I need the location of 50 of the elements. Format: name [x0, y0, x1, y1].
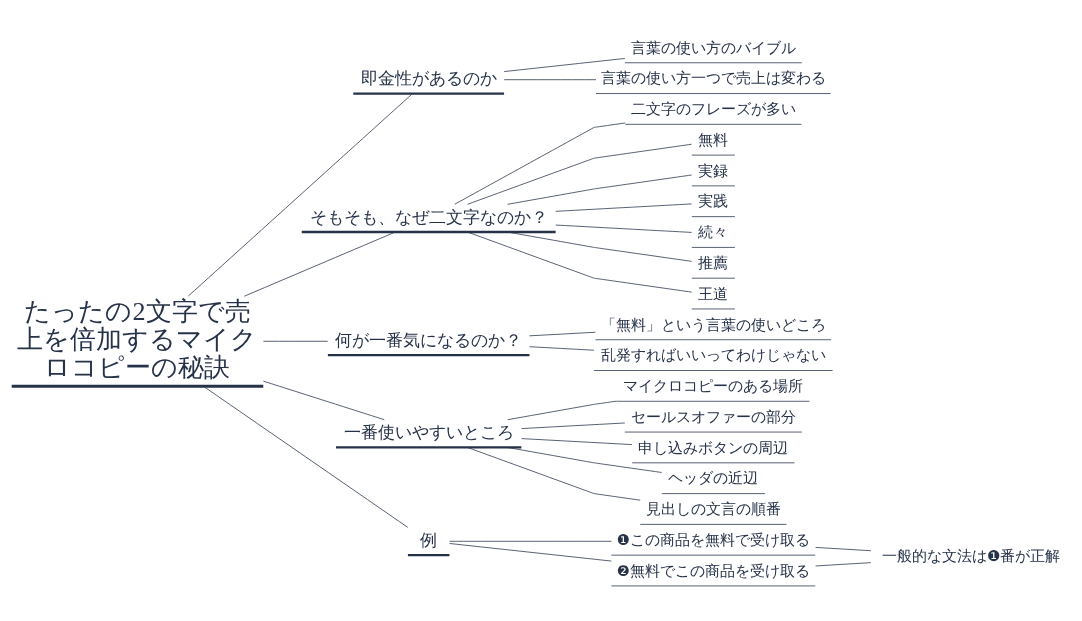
connector — [521, 438, 633, 445]
node-text: 一番使いやすいところ — [343, 422, 514, 442]
node-text: 王道 — [698, 284, 729, 302]
node-text: 一般的な文法は❶番が正解 — [881, 546, 1060, 564]
node-text: 即金性があるのか — [360, 69, 497, 89]
node-text: ❷無料でこの商品を受け取る — [616, 561, 810, 579]
node-text: セールスオファーの部分 — [630, 407, 796, 425]
connector — [507, 174, 693, 205]
connector — [507, 400, 618, 421]
connector — [243, 231, 396, 297]
connector — [503, 58, 626, 72]
node-text: 申し込みボタンの周辺 — [638, 438, 789, 456]
node-text: 実践 — [698, 192, 729, 210]
node-text: 何が一番気になるのか？ — [335, 330, 523, 350]
connector — [555, 224, 692, 233]
connector — [467, 143, 693, 205]
node-text: たったの2文字で売上を倍加するマイクロコピーの秘訣 — [17, 296, 258, 383]
node-text: 二文字のフレーズが多い — [630, 100, 796, 118]
node-text: 乱発すればいいってわけじゃない — [600, 346, 826, 364]
node-text: 続々 — [698, 223, 729, 241]
node-text: 見出しの文言の順番 — [645, 500, 781, 518]
connector — [467, 231, 693, 293]
connector — [467, 447, 641, 501]
node-text: 言葉の使い方のバイブル — [630, 38, 796, 56]
node-text: 実録 — [698, 161, 729, 179]
connector — [263, 340, 329, 342]
connector — [555, 203, 692, 212]
connector — [454, 122, 626, 205]
connector — [529, 331, 596, 337]
connector — [507, 447, 662, 473]
connector — [449, 543, 612, 562]
connector — [449, 540, 612, 542]
node-text: そもそも、なぜ二文字なのか？ — [309, 207, 548, 227]
connector — [815, 562, 872, 567]
node-text: 言葉の使い方一つで売上は変わる — [600, 69, 826, 87]
node-text: ヘッダの近辺 — [668, 469, 759, 487]
node-text: 無料 — [698, 130, 729, 148]
connector — [503, 79, 597, 81]
connector — [521, 422, 626, 429]
node-text: ❶この商品を無料で受け取る — [616, 530, 810, 548]
connector — [203, 386, 409, 528]
node-text: 推薦 — [698, 253, 729, 271]
connector — [263, 380, 385, 421]
connector — [188, 93, 413, 297]
connector — [507, 231, 693, 262]
node-text: 「無料」という言葉の使いどころ — [600, 315, 826, 333]
node-text: 例 — [420, 530, 438, 550]
node-text: マイクロコピーのある場所 — [623, 377, 804, 395]
connector — [815, 547, 872, 552]
connector — [529, 346, 595, 351]
